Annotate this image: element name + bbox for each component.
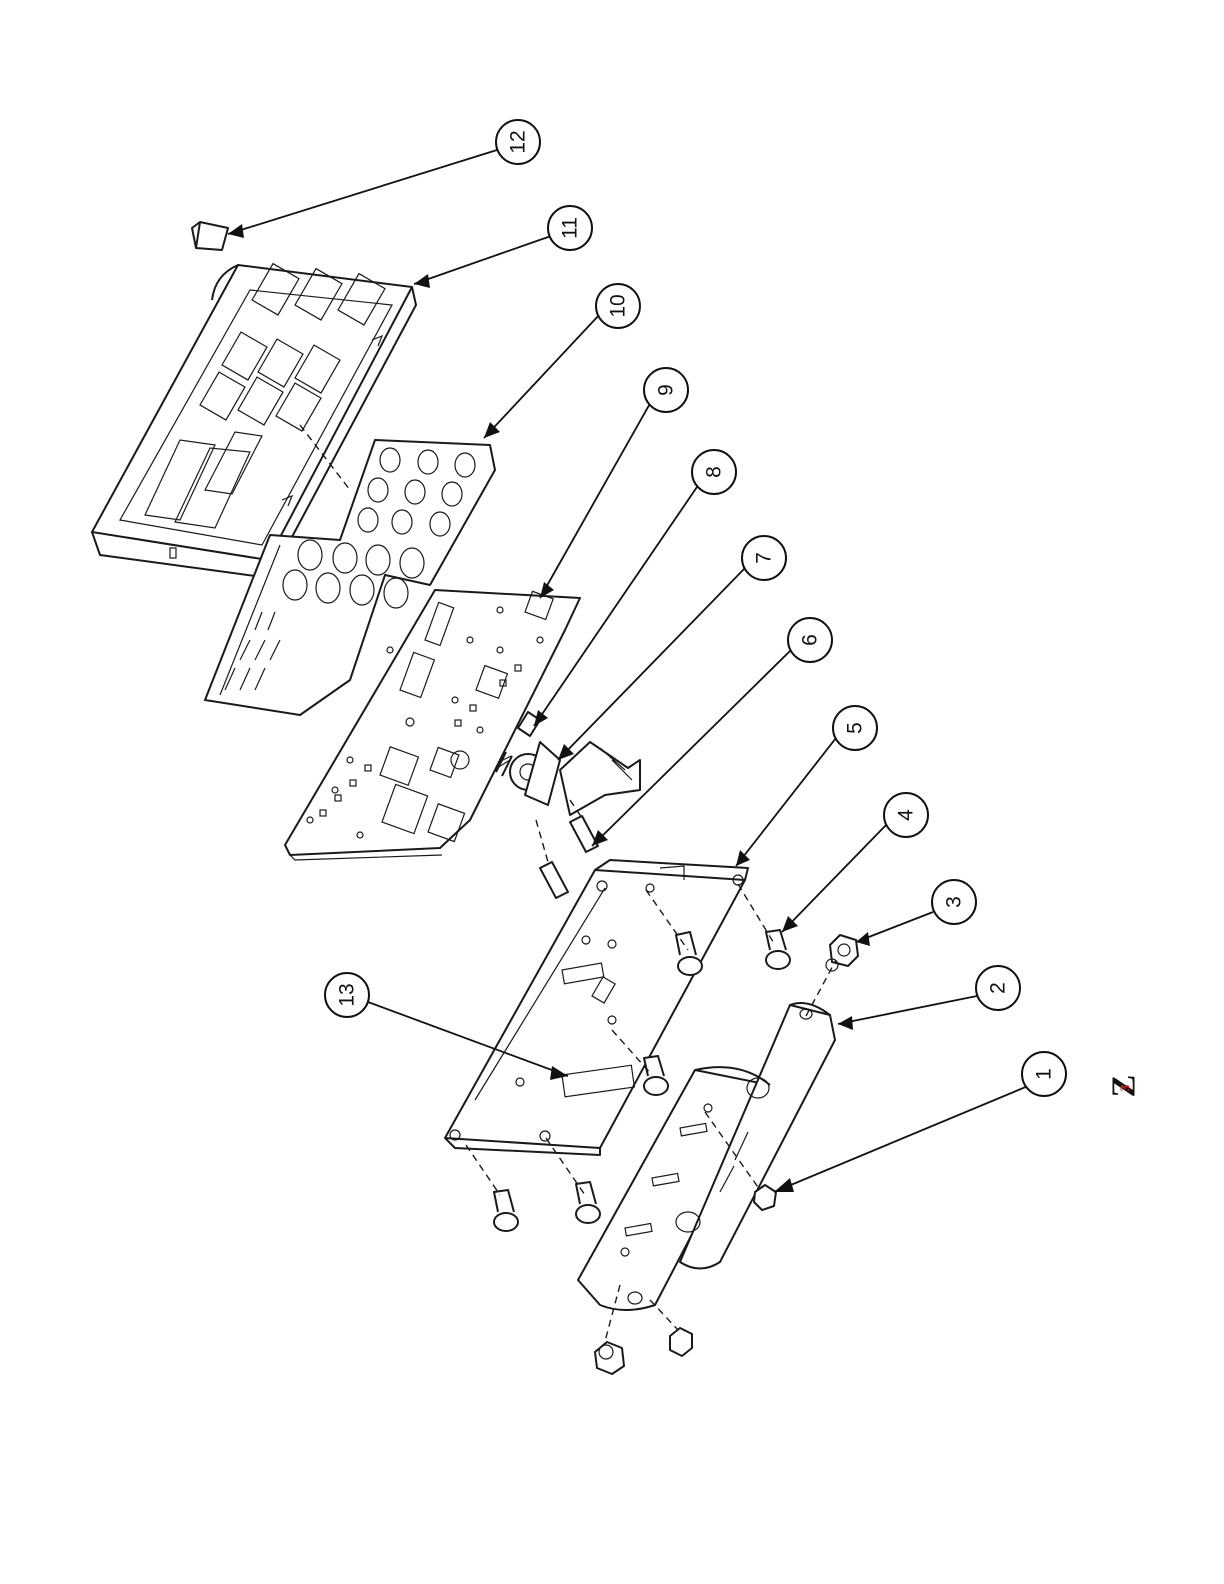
- encoder-part: [510, 742, 640, 815]
- callout-6: 6: [788, 618, 832, 662]
- callout-2-label: 2: [987, 982, 1010, 994]
- callout-3: 3: [932, 880, 976, 924]
- callout-1-label: 1: [1033, 1068, 1056, 1080]
- callout-13-label: 13: [336, 983, 359, 1006]
- page-marker-number: 3: [1119, 1085, 1134, 1092]
- callout-3-label: 3: [943, 896, 966, 908]
- page-marker: Z 3: [1106, 1075, 1143, 1098]
- callout-5: 5: [833, 706, 877, 750]
- callout-1: 1: [1022, 1052, 1066, 1096]
- callout-10-label: 10: [607, 294, 630, 317]
- callout-7: 7: [742, 536, 786, 580]
- callout-13: 13: [325, 973, 369, 1017]
- callout-9: 9: [644, 368, 688, 412]
- callout-7-label: 7: [753, 552, 776, 564]
- callout-8-label: 8: [703, 466, 726, 478]
- small-cap-part: [192, 222, 228, 250]
- callout-5-label: 5: [844, 722, 867, 734]
- callout-4: 4: [884, 793, 928, 837]
- callout-11: 11: [548, 206, 592, 250]
- nut-part: [826, 935, 858, 971]
- callout-12-label: 12: [507, 130, 530, 153]
- callout-9-label: 9: [655, 384, 678, 396]
- callout-11-label: 11: [559, 217, 582, 239]
- callout-8: 8: [692, 450, 736, 494]
- callout-2: 2: [976, 966, 1020, 1010]
- callout-10: 10: [596, 284, 640, 328]
- callout-4-label: 4: [895, 809, 918, 821]
- callout-6-label: 6: [799, 634, 822, 646]
- callout-12: 12: [496, 120, 540, 164]
